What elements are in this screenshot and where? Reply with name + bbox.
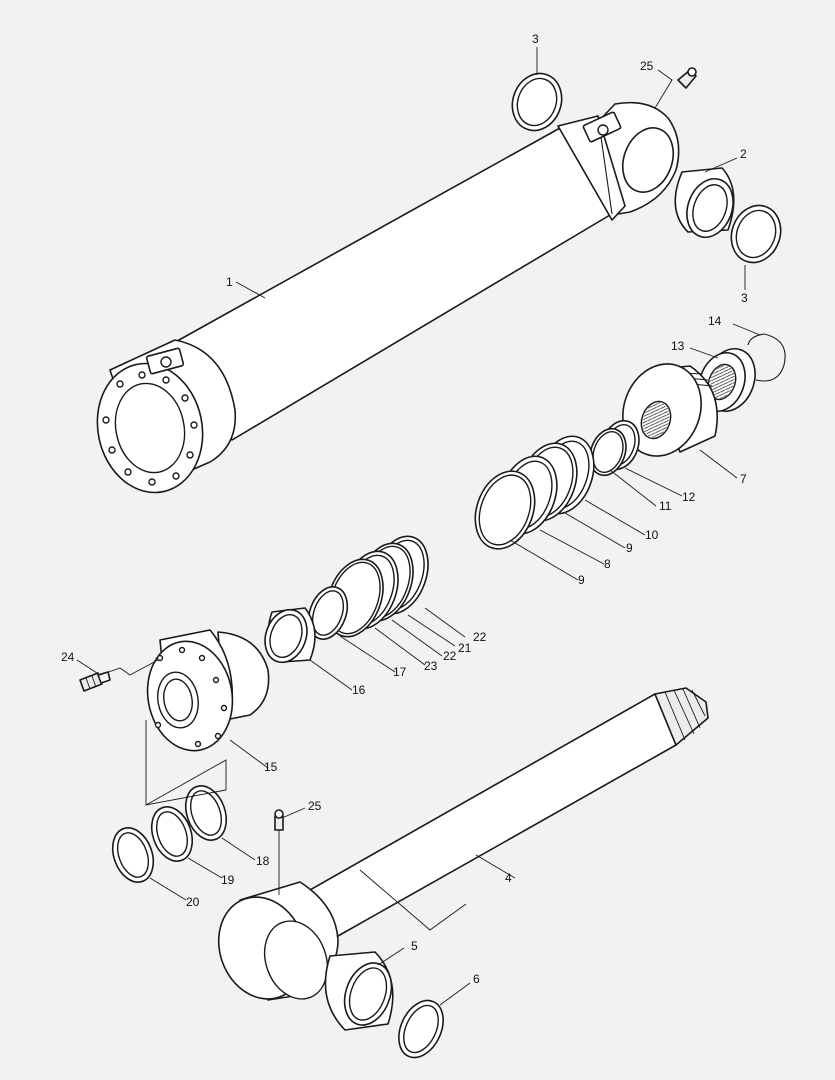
label-part-9-upper: 9 [626, 541, 633, 555]
grease-nipple-bottom [274, 809, 284, 831]
backup-ring-11 [589, 427, 627, 477]
label-part-12: 12 [682, 490, 696, 504]
label-part-14: 14 [708, 314, 722, 328]
seal-20 [111, 827, 155, 883]
label-part-2: 2 [740, 147, 747, 161]
label-part-18: 18 [256, 854, 270, 868]
seal-6 [398, 999, 444, 1059]
part-labels: 1 2 3 3 4 5 6 7 8 9 9 10 11 12 13 14 15 … [61, 32, 748, 986]
label-part-10: 10 [645, 528, 659, 542]
label-part-19: 19 [221, 873, 235, 887]
piston-7 [622, 363, 718, 457]
label-part-8: 8 [604, 557, 611, 571]
label-part-24: 24 [61, 650, 75, 664]
seal-18 [184, 785, 228, 841]
seal-19 [150, 806, 194, 862]
label-part-1: 1 [226, 275, 233, 289]
snap-ring-14 [747, 333, 786, 382]
label-part-21: 21 [458, 641, 472, 655]
seal-3-top [511, 72, 563, 132]
leader-lines [76, 47, 761, 1006]
head-bolt-holes [154, 646, 228, 748]
label-part-9-lower: 9 [578, 573, 585, 587]
wear-ring-9-lower [474, 470, 536, 550]
label-part-13: 13 [671, 339, 685, 353]
label-part-25-bottom: 25 [308, 799, 322, 813]
label-part-6: 6 [473, 972, 480, 986]
piston-rod-4 [217, 687, 709, 1001]
bolt-24 [79, 671, 111, 692]
label-part-7: 7 [740, 472, 747, 486]
flange-bolt-holes [102, 371, 198, 486]
cylinder-barrel [96, 101, 680, 494]
bushing-2 [674, 167, 735, 238]
label-part-16: 16 [352, 683, 366, 697]
ring-17 [307, 586, 349, 640]
label-part-22-right: 22 [473, 630, 487, 644]
bushing-5 [324, 951, 394, 1031]
label-part-22-left: 22 [443, 649, 457, 663]
label-part-3-top: 3 [532, 32, 539, 46]
label-part-15: 15 [264, 760, 278, 774]
bushing-16 [264, 607, 316, 664]
label-part-23: 23 [424, 659, 438, 673]
label-part-11: 11 [659, 499, 672, 513]
label-part-5: 5 [411, 939, 418, 953]
label-part-3-right: 3 [741, 291, 748, 305]
label-part-17: 17 [393, 665, 407, 679]
grease-nipple-top [677, 67, 697, 89]
seal-3-right [730, 204, 782, 264]
label-part-4: 4 [505, 871, 512, 885]
label-part-25-top: 25 [640, 59, 654, 73]
cylinder-head-15 [146, 629, 270, 752]
label-part-20: 20 [186, 895, 200, 909]
